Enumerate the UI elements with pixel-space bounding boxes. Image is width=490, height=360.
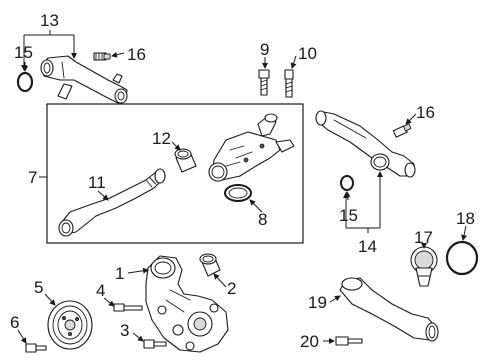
callout-10: 10 <box>298 44 317 63</box>
bolt-16-upper <box>93 52 111 61</box>
callout-12: 12 <box>152 129 171 148</box>
bolt-9 <box>258 69 270 96</box>
callout-8: 8 <box>258 210 267 229</box>
tube-11 <box>58 168 166 237</box>
callout-14: 14 <box>358 237 377 256</box>
callout-19: 19 <box>308 293 327 312</box>
sleeve-12 <box>174 148 197 173</box>
pulley-5 <box>47 300 93 350</box>
callout-numbers: 13 15 16 9 10 16 7 11 12 8 15 14 17 18 1… <box>10 11 475 351</box>
leader-lines <box>17 30 467 344</box>
gasket-8 <box>224 184 252 202</box>
callout-20: 20 <box>300 332 319 351</box>
callout-3: 3 <box>120 321 129 340</box>
callout-5: 5 <box>34 278 43 297</box>
callout-15-upper: 15 <box>14 43 33 62</box>
coolant-tube-14 <box>315 110 416 178</box>
thermostat-housing <box>208 113 295 182</box>
seal-ring-18 <box>445 240 479 276</box>
bolt-3 <box>143 339 167 349</box>
coolant-tube-13 <box>40 55 128 104</box>
bolt-6 <box>25 343 47 353</box>
bolt-20 <box>335 336 363 346</box>
callout-11: 11 <box>88 173 106 192</box>
callout-16-right: 16 <box>416 103 435 122</box>
assembly-frame <box>46 103 304 244</box>
callout-2: 2 <box>227 279 236 298</box>
callout-6: 6 <box>10 313 19 332</box>
callout-17: 17 <box>414 228 433 247</box>
bolt-4 <box>113 303 143 312</box>
callout-9: 9 <box>260 40 269 59</box>
outlet-pipe-19 <box>339 277 439 342</box>
bolt-16-right <box>392 123 412 138</box>
water-pump-1 <box>145 255 229 353</box>
o-ring-15-upper <box>16 71 34 93</box>
thermostat-17 <box>410 246 438 287</box>
o-ring-15-right <box>340 175 354 191</box>
callout-7: 7 <box>28 168 37 187</box>
callout-16-upper: 16 <box>127 45 146 64</box>
sleeve-2 <box>199 253 221 277</box>
callout-18: 18 <box>456 209 475 228</box>
stud-10 <box>284 69 294 98</box>
callout-4: 4 <box>96 281 105 300</box>
callout-15-right: 15 <box>339 206 358 225</box>
callout-1: 1 <box>115 264 124 283</box>
callout-13: 13 <box>40 11 59 30</box>
